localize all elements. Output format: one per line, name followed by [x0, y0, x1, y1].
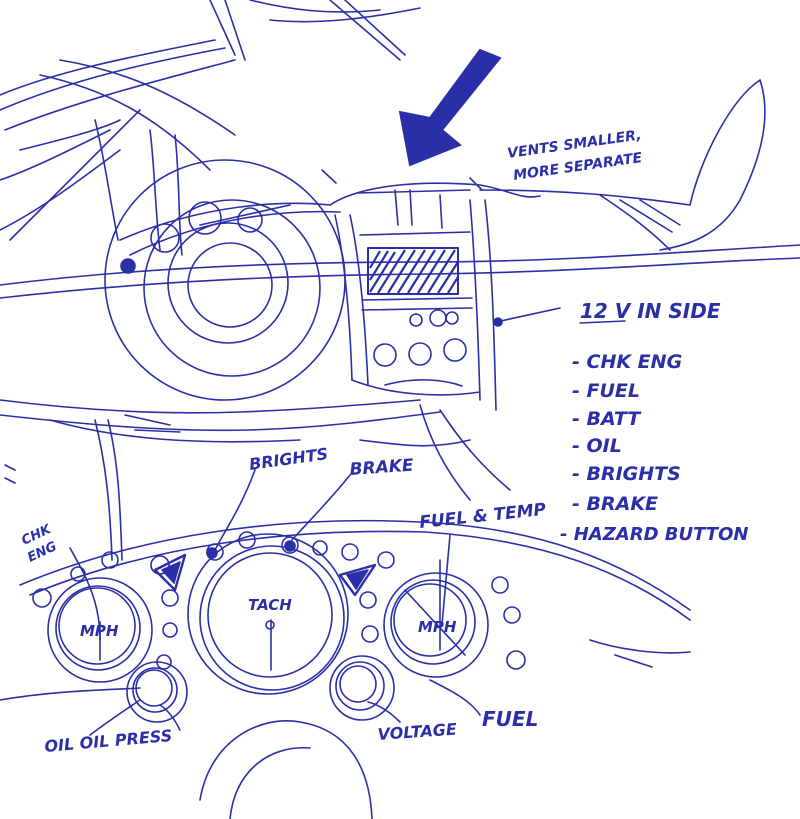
indicator-list-item: - BRAKE [572, 493, 658, 515]
label-brake: BRAKE [349, 456, 415, 480]
indicator-list-item: - BATT [572, 408, 642, 430]
interior-sketch [0, 0, 800, 561]
label-fuel: FUEL [482, 707, 538, 731]
note-12v: 12 V IN SIDE [580, 299, 721, 323]
indicator-list: - CHK ENG - FUEL - BATT - OIL - BRIGHTS … [560, 351, 748, 545]
indicator-list-item: - OIL [572, 435, 622, 457]
center-screen [367, 247, 459, 295]
edge-marks [4, 464, 16, 484]
indicator-list-item: - BRIGHTS [572, 463, 681, 485]
label-voltage: VOLTAGE [377, 719, 458, 743]
vents-arrow [398, 48, 502, 167]
label-brights: BRIGHTS [248, 444, 329, 474]
label-mph-right: MPH [418, 618, 457, 636]
indicator-list-item: - FUEL [572, 380, 640, 402]
label-oil-press: OIL OIL PRESS [44, 726, 173, 756]
note-12v-underline [579, 320, 626, 324]
instrument-cluster [0, 469, 691, 819]
label-tach: TACH [248, 596, 292, 614]
label-mph-left: MPH [80, 622, 119, 640]
indicator-list-item: - CHK ENG [572, 351, 682, 373]
indicator-list-item: - HAZARD BUTTON [560, 524, 748, 545]
